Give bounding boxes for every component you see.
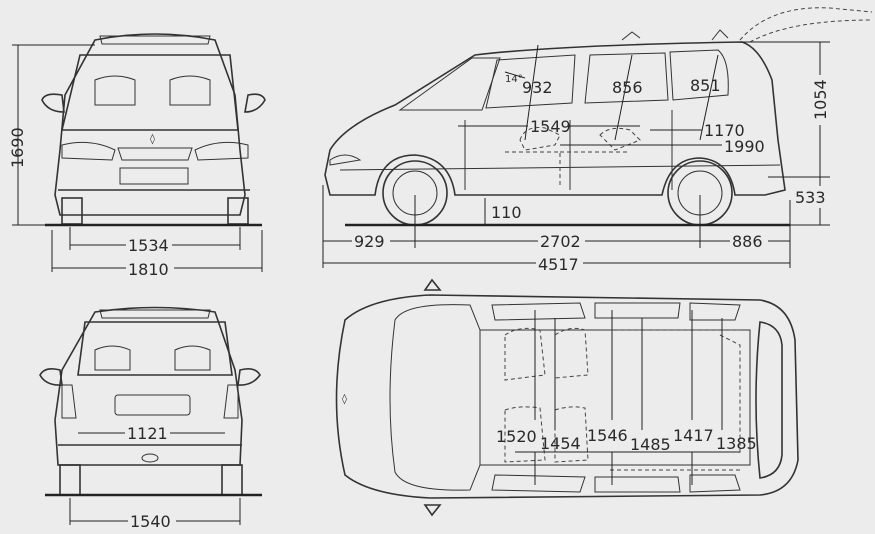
dim-front-width: 1810	[128, 260, 169, 279]
dim-top-width-5: 1417	[673, 426, 714, 445]
dim-top-width-3: 1546	[587, 426, 628, 445]
dim-load-length: 1990	[724, 137, 765, 156]
svg-text:◊: ◊	[342, 393, 347, 405]
dim-seat-angle: 14°	[505, 74, 523, 85]
mirrors	[41, 93, 266, 113]
windscreen	[60, 54, 239, 131]
dim-ground-clearance: 110	[491, 203, 522, 222]
dim-top-width-2: 1454	[540, 434, 581, 453]
top-view: ◊ 1520 1454 1546 1485 1417 1385	[335, 278, 799, 517]
dim-sill-height: 533	[795, 188, 826, 207]
dim-legroom-1170: 1170	[704, 121, 745, 140]
dim-headroom-middle: 856	[612, 78, 643, 97]
dim-headroom-rear: 851	[690, 76, 721, 95]
dim-wheelbase: 2702	[540, 232, 581, 251]
dim-legroom-1549: 1549	[530, 117, 571, 136]
dim-headroom-front: 932	[522, 78, 553, 97]
windscreen-side	[398, 57, 501, 111]
dim-top-width-1: 1520	[496, 427, 537, 446]
front-view: ◊ 1690 1534 1810	[8, 33, 266, 279]
dim-front-overhang: 929	[354, 232, 385, 251]
dim-front-track: 1534	[128, 236, 169, 255]
windscreen-top	[389, 304, 481, 491]
dim-roof-height: 1054	[811, 79, 830, 120]
dim-top-width-4: 1485	[630, 435, 671, 454]
dim-length: 4517	[538, 255, 579, 274]
svg-text:◊: ◊	[150, 133, 155, 145]
rear-view: 1121 1540	[39, 306, 262, 531]
side-view: 14° 932 856 851 1549 1170 1990 1054 533 …	[322, 7, 873, 274]
rear-window	[77, 321, 233, 376]
dim-rear-track: 1540	[130, 512, 171, 531]
dim-front-height: 1690	[8, 127, 27, 168]
dim-tailgate-width: 1121	[127, 424, 168, 443]
dim-top-width-6: 1385	[716, 434, 757, 453]
dim-rear-overhang: 886	[732, 232, 763, 251]
